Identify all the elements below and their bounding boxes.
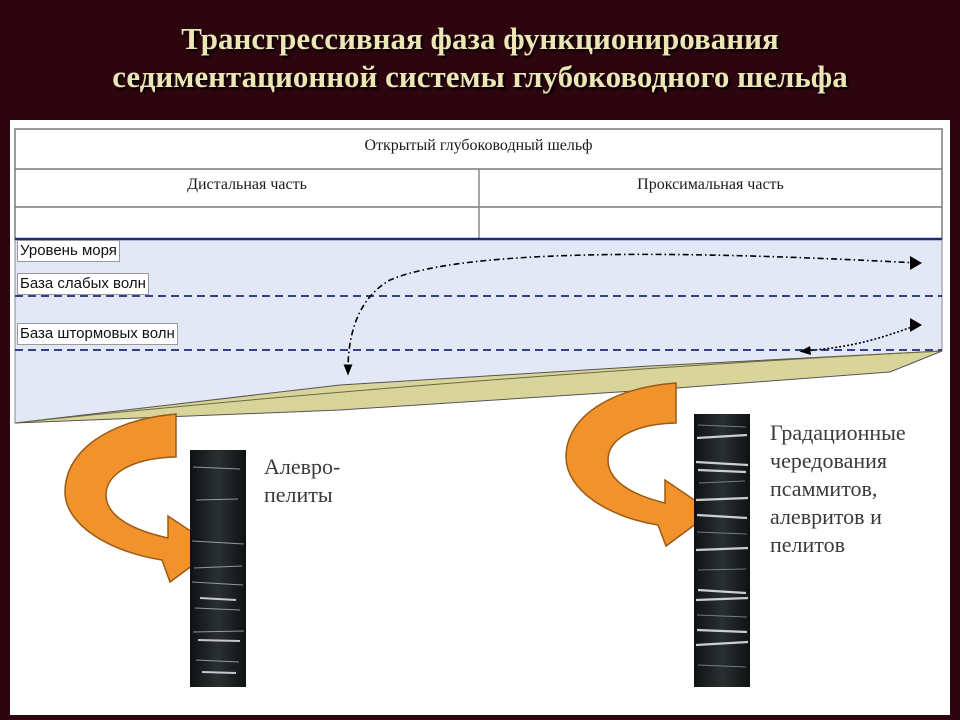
arrow-tail-proximal [910,318,922,332]
proximal-part-label: Проксимальная часть [637,176,784,193]
orange-arrow-left [64,413,218,584]
diagram-panel: Открытый глубоководный шельф Дистальная … [10,120,950,715]
core-right [694,414,750,687]
arrow-tail-distal [910,256,922,270]
sea-level-label: Уровень моря [17,240,120,262]
core-right-description-line: чередования [770,448,888,473]
core-left [190,450,246,687]
core-right-description-line: псаммитов, [770,476,878,501]
core-right-description-line: пелитов [770,532,846,557]
core-left-description-line: Алевро- [264,454,341,479]
core-right-description-line: Градационные [770,420,906,445]
table-header-label: Открытый глубоководный шельф [364,137,593,154]
core-right-description-line: алевритов и [770,504,882,529]
weak-wave-base-label: База слабых волн [17,273,149,295]
shelf-diagram [14,128,943,687]
sediment-wedge [14,350,943,424]
orange-arrow-right [565,382,714,548]
distal-part-label: Дистальная часть [187,176,307,193]
slide-title: Трансгрессивная фаза функционирования се… [0,20,960,96]
core-left-description-line: пелиты [264,482,333,507]
sediment-top-edge [14,350,943,424]
transport-arrow-distal [343,253,919,376]
transport-arrow-proximal [799,324,919,355]
core-right-description: Градационные чередования псаммитов, алев… [770,419,906,559]
title-line-2: седиментационной системы глубоководного … [112,59,848,94]
storm-wave-base-label: База штормовых волн [17,323,178,345]
core-left-description: Алевро- пелиты [264,453,340,509]
title-line-1: Трансгрессивная фаза функционирования [181,21,779,56]
